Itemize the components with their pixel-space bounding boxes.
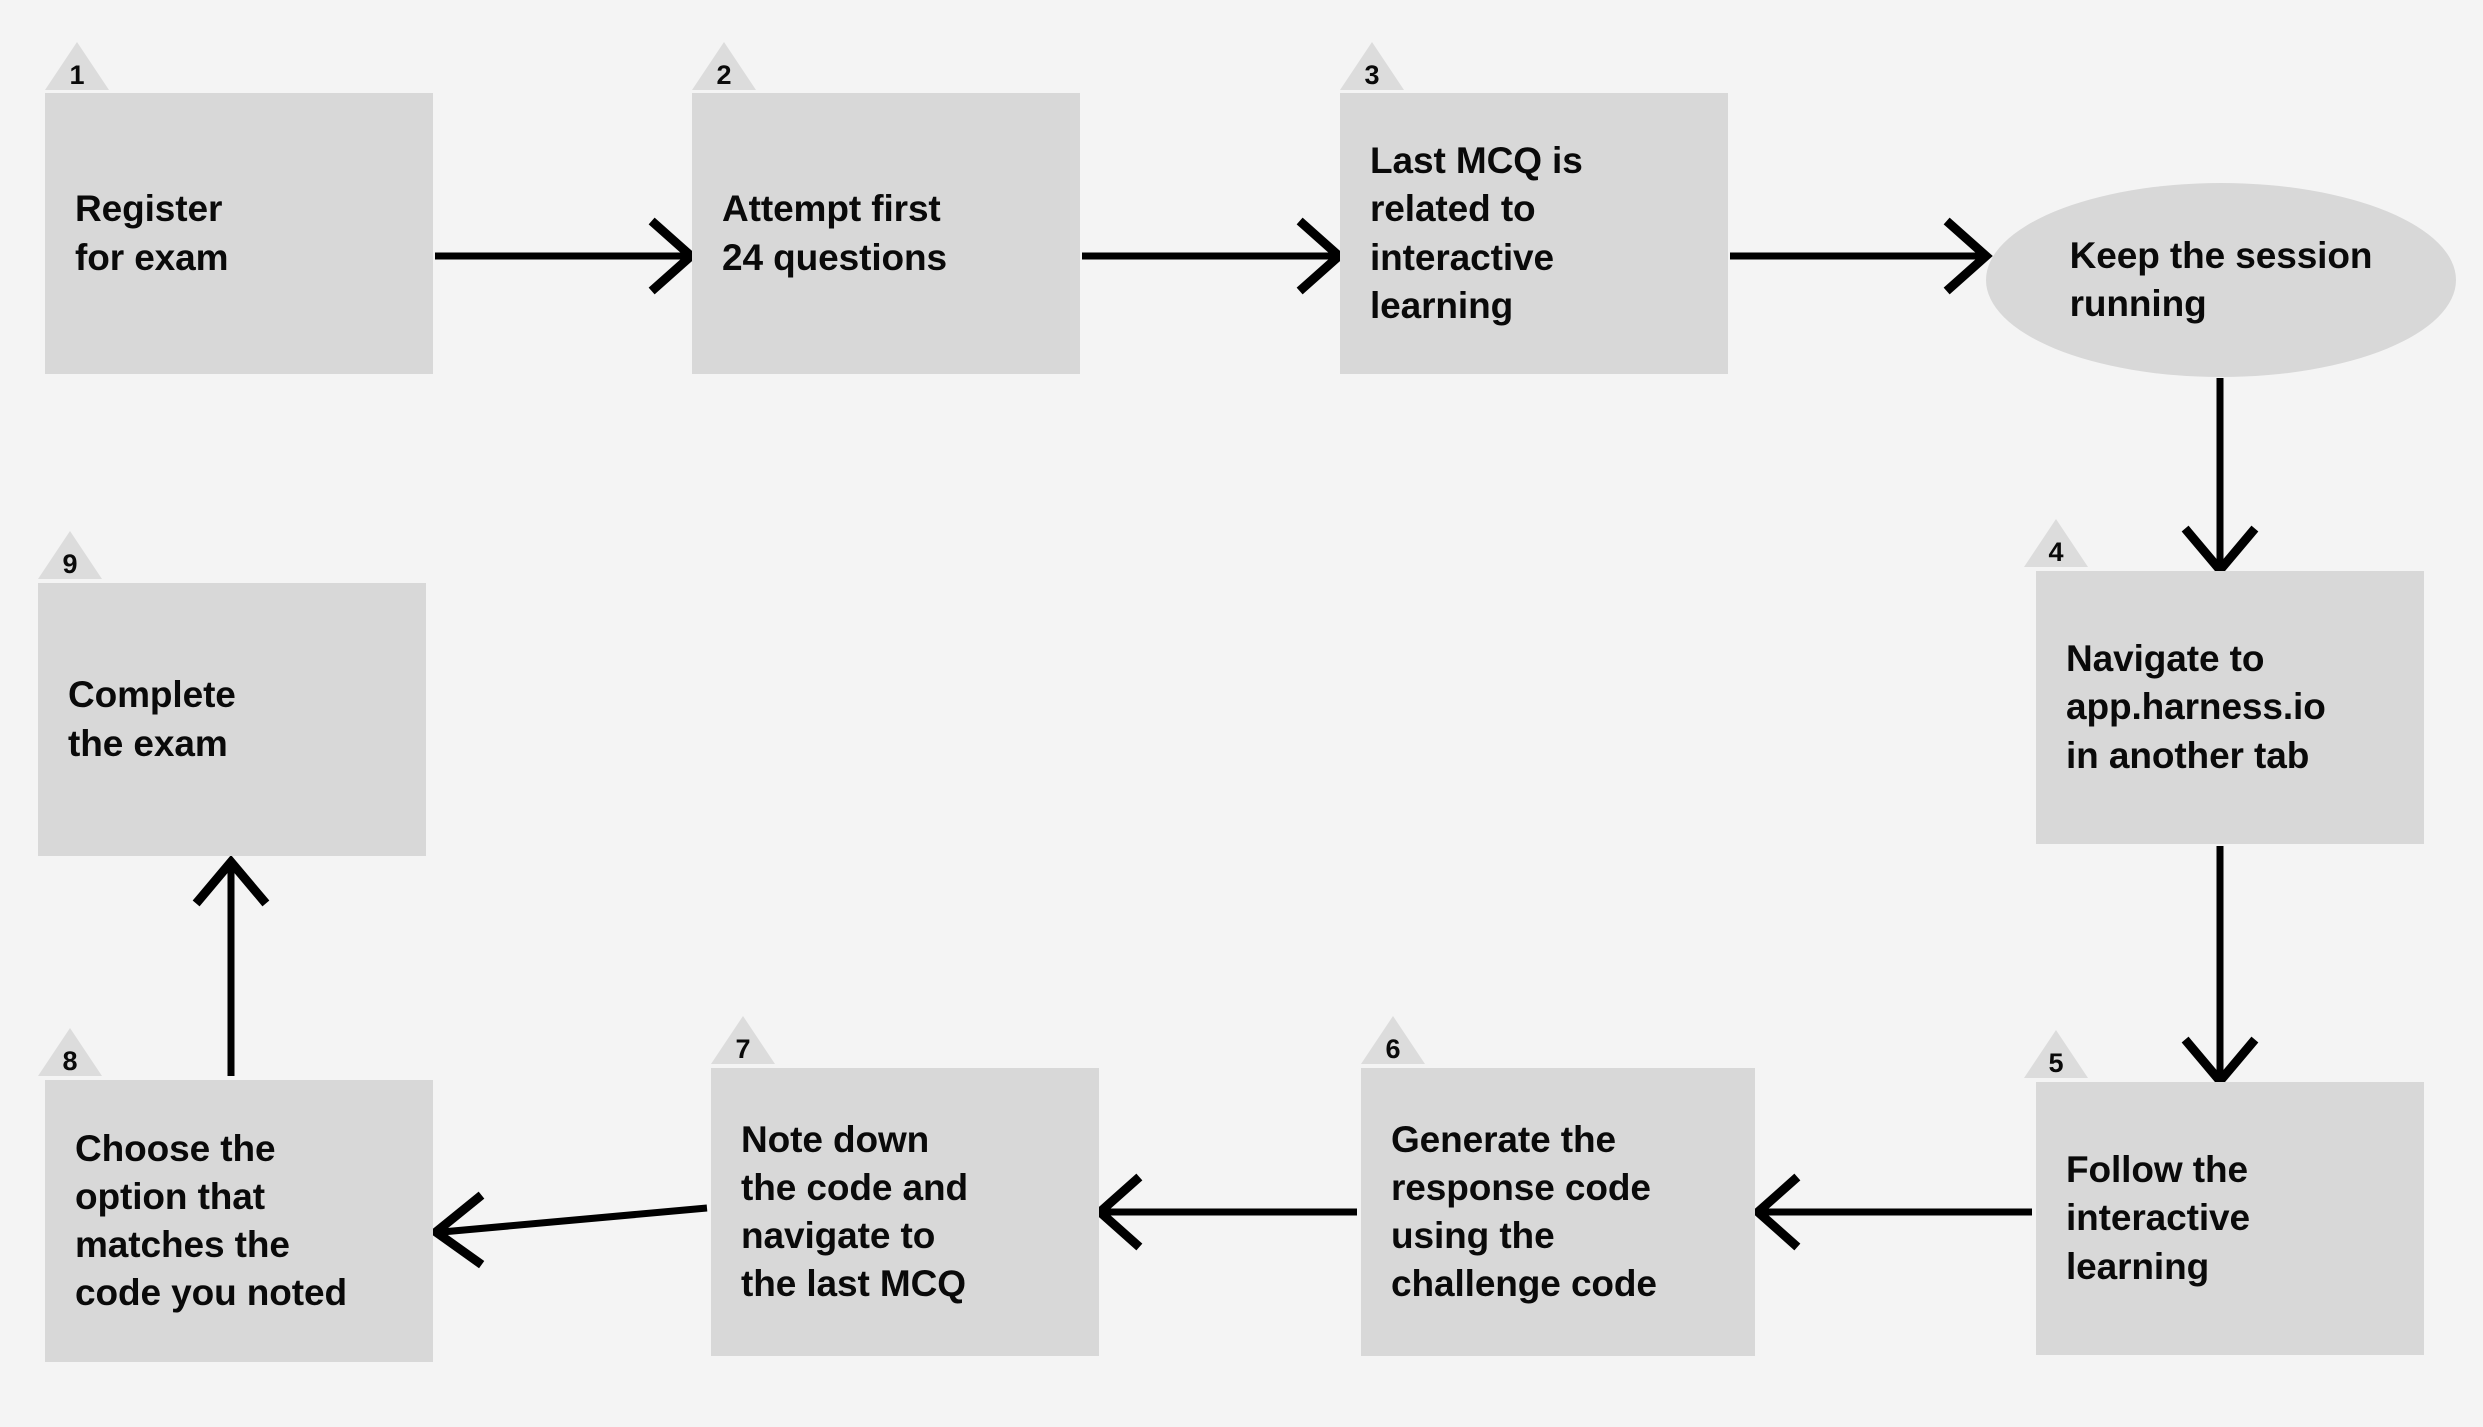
step-marker-triangle-icon: 4 [2024,519,2088,567]
flow-node-n8[interactable]: Note down the code and navigate to the l… [711,1068,1099,1356]
step-marker-triangle-icon: 2 [692,42,756,90]
step-number: 9 [62,549,78,579]
step-number: 8 [62,1046,78,1076]
triangle-icon [38,1028,102,1076]
step-marker-triangle-icon: 9 [38,531,102,579]
flow-node-n4[interactable]: Keep the session running [1986,183,2456,377]
edge-notedown-to-choose [428,1191,708,1269]
edge-navigate-to-follow [2181,846,2259,1088]
triangle-icon [711,1016,775,1064]
edge-register-to-attempt [435,217,698,295]
flow-node-n10[interactable]: Complete the exam [38,583,426,856]
edge-choose-to-complete [192,855,270,1076]
flow-node-n9[interactable]: Choose the option that matches the code … [45,1080,433,1362]
flow-node-label: Complete the exam [68,674,236,764]
flow-node-label: Keep the session running [2069,234,2373,324]
flow-node-label: Navigate to app.harness.io in another ta… [2066,638,2326,776]
step-number: 1 [69,60,85,90]
flow-node-label: Note down the code and navigate to the l… [741,1118,968,1305]
flow-node-n7[interactable]: Generate the response code using the cha… [1361,1068,1755,1356]
step-number: 4 [2048,537,2064,567]
edge-keepsession-to-navigate [2181,378,2259,577]
edge-generate-to-notedown [1093,1173,1357,1251]
step-marker-triangle-icon: 8 [38,1028,102,1076]
triangle-icon [2024,519,2088,567]
edge-follow-to-generate [1751,1173,2032,1251]
triangle-icon [45,42,109,90]
step-marker-triangle-icon: 1 [45,42,109,90]
step-marker-triangle-icon: 3 [1340,42,1404,90]
triangle-icon [2024,1030,2088,1078]
step-number: 6 [1385,1034,1401,1064]
step-marker-triangle-icon: 6 [1361,1016,1425,1064]
step-marker-triangle-icon: 5 [2024,1030,2088,1078]
step-number: 3 [1364,60,1380,90]
flow-node-label: Register for exam [75,188,229,278]
step-number: 5 [2048,1048,2064,1078]
triangle-icon [692,42,756,90]
flow-node-label: Follow the interactive learning [2066,1149,2250,1287]
flow-node-label: Generate the response code using the cha… [1391,1118,1657,1305]
step-number: 2 [716,60,732,90]
flow-node-n6[interactable]: Follow the interactive learning [2036,1082,2424,1355]
triangle-icon [1361,1016,1425,1064]
flow-node-n3[interactable]: Last MCQ is related to interactive learn… [1340,93,1728,374]
flow-node-label: Last MCQ is related to interactive learn… [1370,140,1583,326]
flow-node-label: Attempt first 24 questions [722,188,947,278]
flow-node-n5[interactable]: Navigate to app.harness.io in another ta… [2036,571,2424,844]
triangle-icon [1340,42,1404,90]
flow-node-n2[interactable]: Attempt first 24 questions [692,93,1080,374]
edge-lastmcq-to-keepsession [1730,217,1993,295]
edge-attempt-to-lastmcq [1082,217,1346,295]
flow-node-label: Choose the option that matches the code … [75,1127,347,1314]
step-marker-triangle-icon: 7 [711,1016,775,1064]
flow-node-n1[interactable]: Register for exam [45,93,433,374]
step-number: 7 [735,1034,751,1064]
triangle-icon [38,531,102,579]
